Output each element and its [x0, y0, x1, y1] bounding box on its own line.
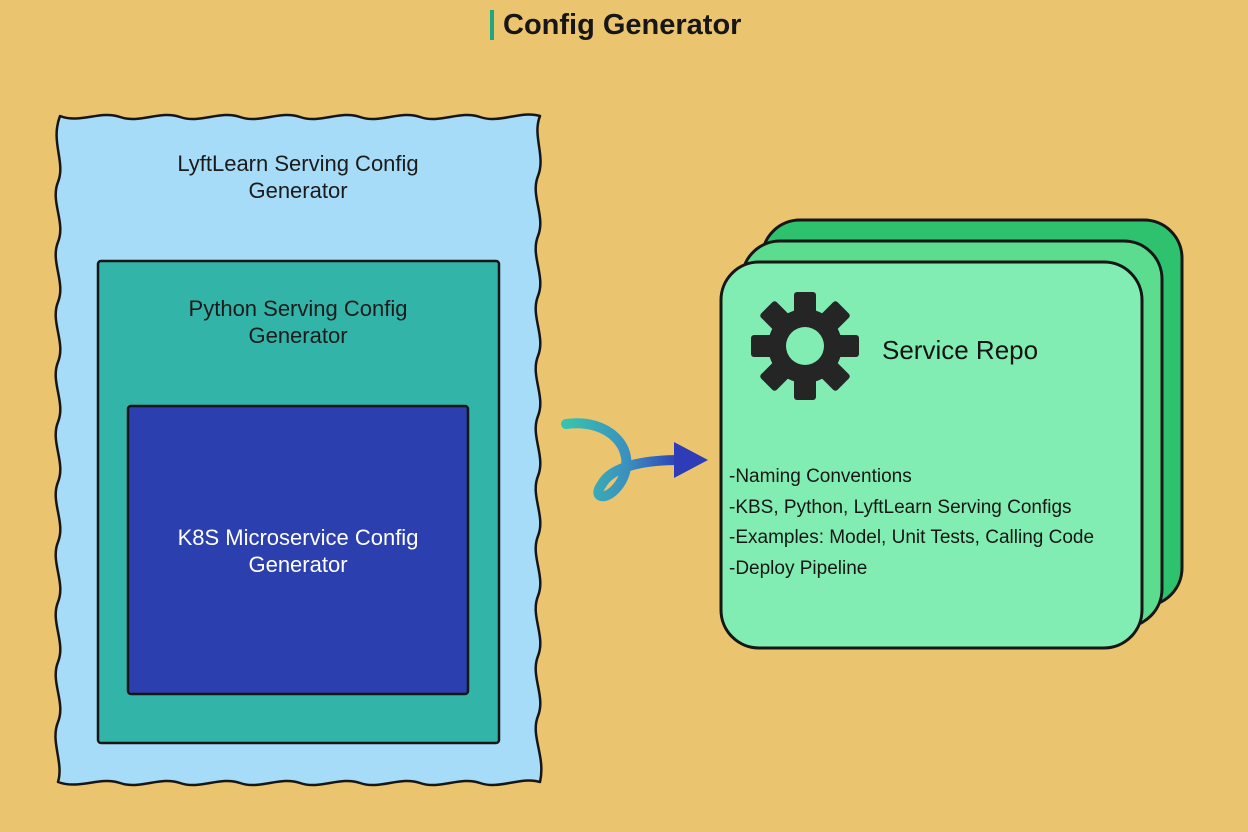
transfer-arrow: [561, 418, 708, 502]
service-repo-title: Service Repo: [882, 335, 1039, 365]
list-item: -Naming Conventions: [729, 466, 912, 487]
service-repo-contents: -Naming Conventions -KBS, Python, LyftLe…: [729, 462, 1094, 584]
k8s-config-label: K8S Microservice Config Generator: [177, 525, 419, 577]
python-config-label: Python Serving Config Generator: [188, 296, 408, 348]
list-item: -Deploy Pipeline: [729, 557, 868, 579]
diagram-title: Config Generator: [503, 9, 742, 41]
list-item: -Examples: Model, Unit Tests, Calling Co…: [729, 527, 1095, 548]
title-accent-bar: [490, 10, 494, 40]
list-item: -KBS, Python, LyftLearn Serving Configs: [729, 496, 1072, 518]
title-block: Config Generator: [490, 8, 741, 42]
k8s-config-box: [126, 404, 470, 696]
lyftlearn-config-label: LyftLearn Serving Config Generator: [177, 151, 419, 203]
gear-icon: [751, 292, 859, 400]
